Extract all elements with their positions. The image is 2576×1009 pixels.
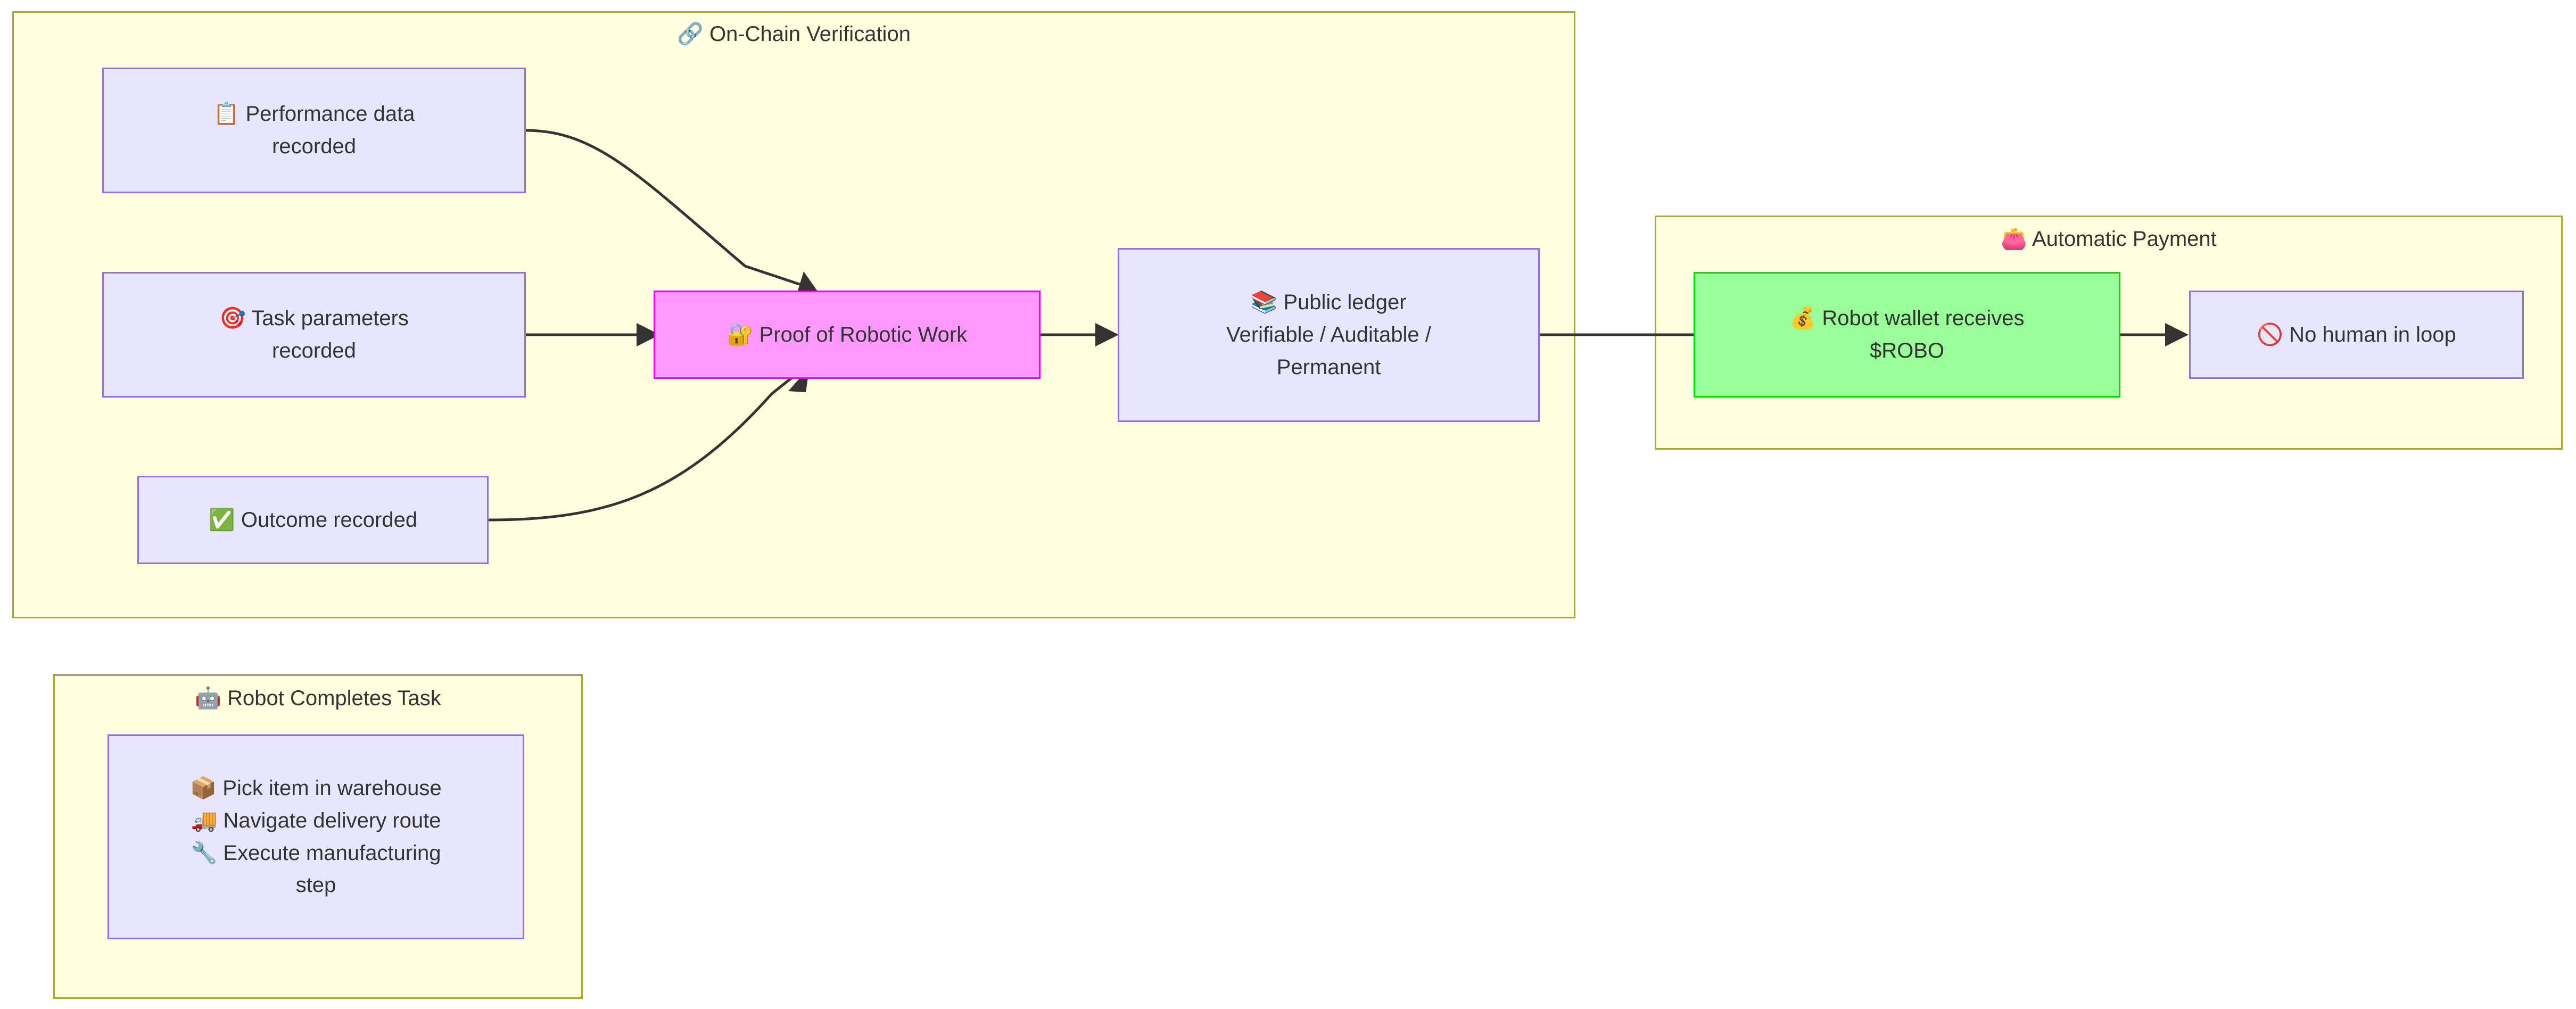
node-proof-of-robotic-work-label: 🔐 Proof of Robotic Work bbox=[726, 322, 968, 346]
cluster-title-on-chain-verification: 🔗 On-Chain Verification bbox=[677, 22, 911, 46]
node-public-ledger-label: 📚 Public ledger Verifiable / Auditable /… bbox=[1226, 291, 1431, 379]
node-no-human-in-loop-label: 🚫 No human in loop bbox=[2257, 322, 2456, 346]
node-robot-task-list[interactable]: 📦 Pick item in warehouse 🚚 Navigate deli… bbox=[108, 734, 524, 939]
node-outcome-recorded-label: ✅ Outcome recorded bbox=[208, 508, 418, 532]
node-proof-of-robotic-work[interactable]: 🔐 Proof of Robotic Work bbox=[654, 291, 1041, 379]
node-task-parameters[interactable]: 🎯 Task parameters recorded bbox=[102, 272, 526, 398]
node-outcome-recorded[interactable]: ✅ Outcome recorded bbox=[137, 476, 489, 564]
node-public-ledger[interactable]: 📚 Public ledger Verifiable / Auditable /… bbox=[1118, 248, 1540, 422]
node-robot-task-list-label: 📦 Pick item in warehouse 🚚 Navigate deli… bbox=[190, 776, 442, 897]
node-no-human-in-loop[interactable]: 🚫 No human in loop bbox=[2189, 291, 2524, 379]
node-task-parameters-label: 🎯 Task parameters recorded bbox=[219, 307, 409, 362]
cluster-title-automatic-payment: 👛 Automatic Payment bbox=[2001, 227, 2217, 251]
node-performance-data-label: 📋 Performance data recorded bbox=[213, 102, 415, 158]
cluster-title-robot-completes-task: 🤖 Robot Completes Task bbox=[195, 687, 441, 710]
node-robot-wallet-label: 💰 Robot wallet receives $ROBO bbox=[1789, 307, 2025, 362]
node-robot-wallet[interactable]: 💰 Robot wallet receives $ROBO bbox=[1694, 272, 2120, 398]
node-performance-data[interactable]: 📋 Performance data recorded bbox=[102, 68, 526, 193]
